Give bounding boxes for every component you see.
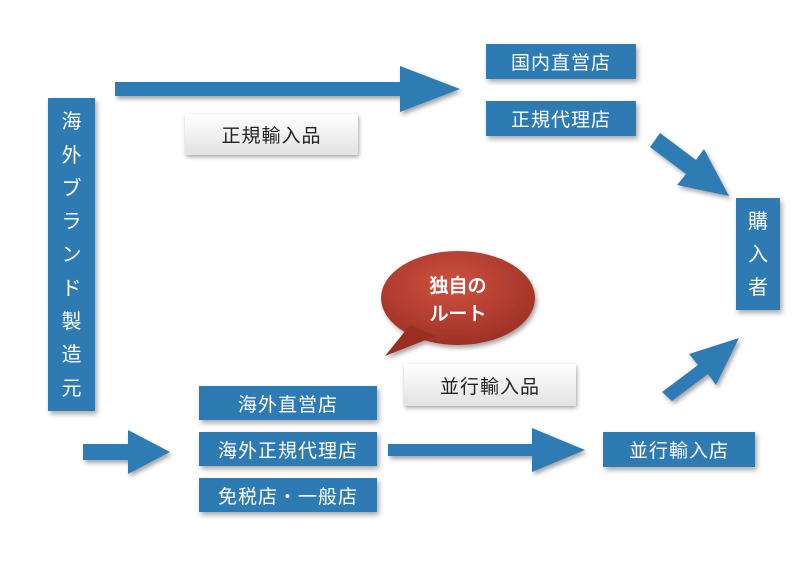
store-official-agent: 正規代理店 [486, 101, 636, 136]
speech-bubble [381, 251, 535, 356]
origin-char: 製 [61, 309, 82, 334]
store-domestic-direct: 国内直営店 [486, 44, 636, 79]
store-duty-free-general: 免税店・一般店 [199, 478, 377, 512]
buyer-char: 入 [748, 242, 768, 266]
buyer-char: 購 [748, 209, 768, 233]
origin-char: ラ [61, 209, 82, 234]
label-official-import: 正規輸入品 [185, 114, 358, 155]
arrow-bottom-left [83, 430, 170, 474]
bubble-line-2: ルート [429, 303, 487, 325]
store-overseas-official-agent: 海外正規代理店 [199, 432, 377, 466]
origin-char: ブ [61, 175, 82, 200]
store-parallel-import: 並行輸入店 [603, 432, 755, 467]
origin-char: ン [61, 242, 82, 267]
origin-char: 外 [61, 142, 82, 167]
arrow-to-buyer-bottom [662, 338, 739, 401]
origin-char: 海 [61, 109, 82, 134]
bubble-line-1: 独自の [429, 274, 487, 297]
origin-char: 造 [61, 342, 82, 367]
bubble-text: 独自の ルート [384, 262, 532, 338]
origin-box: 海 外 ブ ラ ン ド 製 造 元 [48, 98, 95, 411]
arrow-bottom-middle [388, 428, 585, 472]
label-parallel-import: 並行輸入品 [404, 364, 576, 406]
origin-char: 元 [61, 375, 82, 400]
buyer-char: 者 [748, 275, 768, 299]
arrow-top [115, 66, 460, 112]
origin-char: ド [61, 275, 82, 300]
arrow-to-buyer-top [650, 133, 729, 196]
buyer-box: 購 入 者 [736, 198, 780, 310]
store-overseas-direct: 海外直営店 [199, 386, 377, 420]
